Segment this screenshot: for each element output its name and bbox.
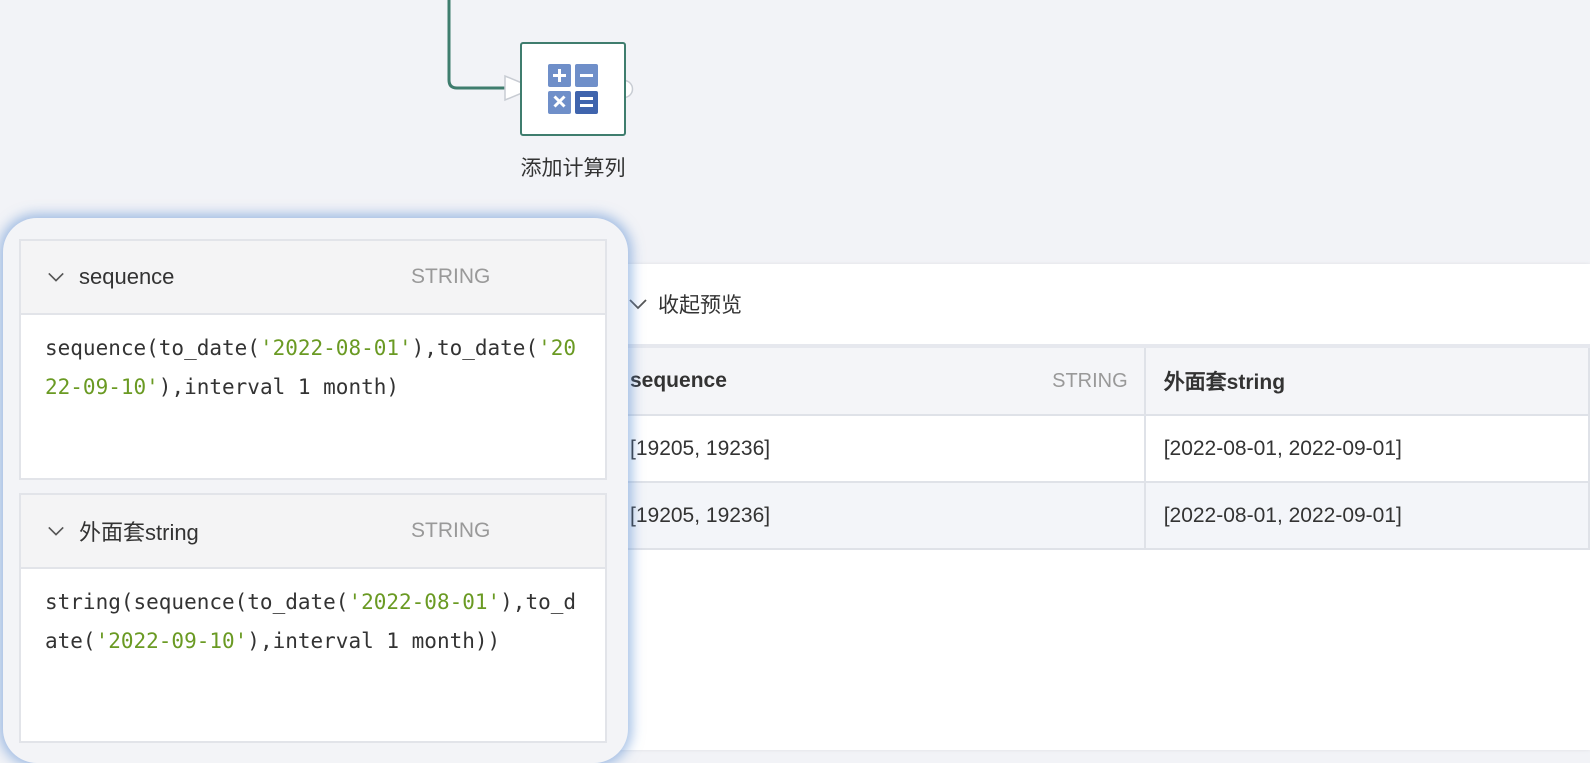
add-computed-column-node[interactable] (520, 42, 626, 136)
table-row: [19205, 19236] [2022-08-01, 2022-09-01] (612, 482, 1590, 550)
table-cell: [2022-08-01, 2022-09-01] (1144, 415, 1590, 483)
string-literal: '2022-08-01' (348, 590, 501, 614)
field-header[interactable]: 外面套string STRING (21, 495, 605, 569)
expression-editor[interactable]: sequence(to_date('2022-08-01'),to_date('… (21, 315, 605, 407)
column-header-sequence[interactable]: sequence STRING (612, 348, 1146, 416)
table-cell: [2022-08-01, 2022-09-01] (1144, 482, 1590, 550)
code-token: ),interval 1 month) (158, 375, 400, 399)
column-name: sequence (630, 369, 727, 392)
table-row: [19205, 19236] [2022-08-01, 2022-09-01] (612, 415, 1590, 483)
string-literal: '2022-08-01' (259, 336, 412, 360)
string-literal: '2022-09-10' (95, 629, 248, 653)
column-header-wrapped-string[interactable]: 外面套string (1144, 348, 1590, 416)
string-literal: '2022-09-10' (45, 336, 577, 399)
field-type: STRING (411, 265, 491, 288)
input-port[interactable] (504, 74, 536, 102)
field-name: sequence (79, 264, 175, 289)
code-token: ),to_date( (411, 336, 539, 360)
preview-table: sequence STRING 外面套string [19205, 19236]… (612, 348, 1590, 550)
expression-editor[interactable]: string(sequence(to_date('2022-08-01'),to… (21, 569, 605, 661)
collapse-preview-toggle[interactable]: 收起预览 (612, 264, 1590, 348)
chevron-down-icon (48, 526, 64, 536)
computed-fields-card: sequence STRING sequence(to_date('2022-0… (3, 218, 628, 763)
field-block-wrapped-string: 外面套string STRING string(sequence(to_date… (19, 493, 607, 743)
chevron-down-icon (48, 272, 64, 282)
column-name: 外面套string (1163, 371, 1286, 394)
table-cell: [19205, 19236] (612, 482, 1146, 550)
code-token: string(sequence(to_date( (45, 590, 349, 614)
code-token: sequence(to_date( (45, 336, 260, 360)
chevron-down-icon (629, 299, 647, 310)
collapse-preview-label: 收起预览 (658, 294, 742, 317)
table-cell: [19205, 19236] (612, 415, 1146, 483)
column-type: STRING (1052, 369, 1128, 392)
field-type: STRING (411, 519, 491, 542)
field-name: 外面套string (79, 520, 199, 545)
code-token: ),interval 1 month)) (247, 629, 501, 653)
data-preview-panel: 收起预览 sequence STRING 外面套string [19205, 1… (612, 264, 1590, 750)
field-header[interactable]: sequence STRING (21, 241, 605, 315)
calculator-icon (548, 64, 598, 114)
node-caption: 添加计算列 (520, 157, 626, 180)
table-header-row: sequence STRING 外面套string (612, 348, 1590, 416)
code-token: ),to_date( (45, 590, 577, 653)
field-block-sequence: sequence STRING sequence(to_date('2022-0… (19, 239, 607, 480)
